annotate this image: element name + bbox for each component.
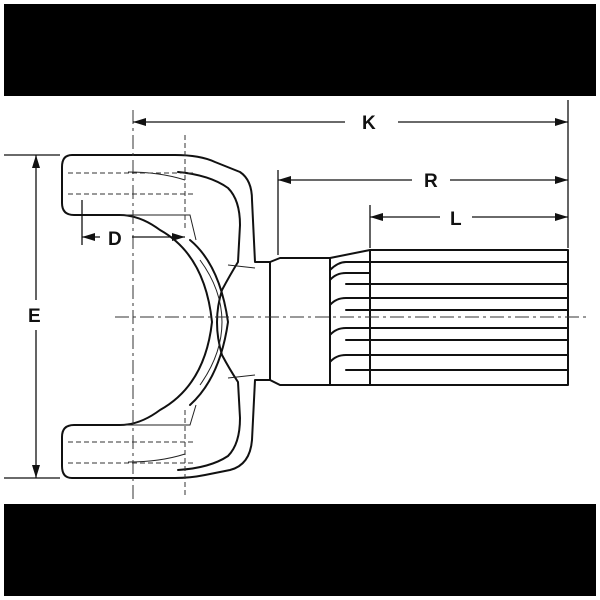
splined-shaft [269, 249, 569, 386]
dimension-l: L [369, 205, 568, 248]
bowl-arc-inner [199, 259, 223, 386]
hidden-bores [68, 135, 195, 495]
e-label: E [28, 306, 41, 327]
spline-8 [329, 354, 569, 363]
k-label: K [362, 113, 376, 134]
dimension-r: R [277, 170, 568, 255]
dimension-d: D [81, 200, 185, 250]
neck [269, 257, 331, 386]
lower-flat [227, 374, 256, 379]
lower-ear-edge [127, 453, 186, 463]
d-label: D [108, 229, 122, 250]
spline-2 [329, 272, 371, 281]
l-label: L [450, 209, 462, 230]
bowl-arc-outer [189, 239, 229, 406]
inner-fork-lower [120, 404, 197, 426]
dimension-k: K [133, 100, 569, 248]
spline-6 [329, 327, 569, 336]
dimension-e: E [4, 154, 60, 479]
spline-1 [329, 261, 569, 271]
top-black-band [4, 4, 596, 96]
upper-flat [227, 264, 256, 269]
bottom-black-band [4, 504, 596, 596]
center-lines [115, 110, 590, 500]
spline-4 [329, 297, 569, 306]
r-label: R [424, 171, 438, 192]
inner-fork-upper [120, 214, 197, 241]
yoke-throat-outline [177, 171, 241, 471]
